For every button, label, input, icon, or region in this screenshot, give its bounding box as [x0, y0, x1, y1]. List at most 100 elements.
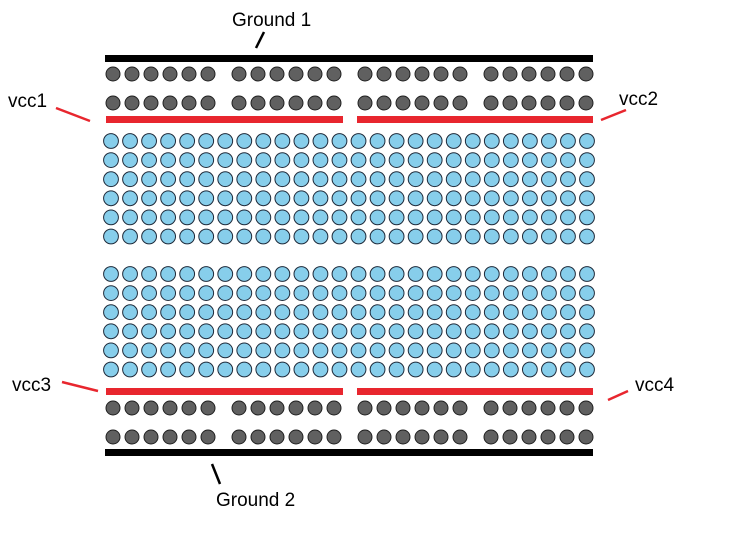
- terminal-hole-b0-r0-c21: [502, 133, 519, 149]
- terminal-hole-b1-r4-c15: [388, 342, 405, 359]
- terminal-hole-b1-r2-c2: [141, 304, 157, 321]
- terminal-hole-b1-r2-c21: [502, 304, 519, 321]
- terminal-hole-b1-r0-c2: [141, 266, 157, 282]
- terminal-hole-b1-r4-c6: [217, 342, 234, 359]
- terminal-hole-b0-r1-c17: [426, 152, 443, 169]
- terminal-hole-b1-r5-c4: [179, 361, 196, 378]
- terminal-hole-b1-r3-c14: [369, 323, 386, 340]
- terminal-hole-b0-r2-c2: [141, 171, 157, 188]
- terminal-hole-b0-r1-c6: [217, 152, 234, 169]
- terminal-hole-b0-r5-c18: [445, 228, 462, 245]
- terminal-hole-b0-r5-c1: [122, 228, 138, 245]
- leader-vcc2: [600, 108, 627, 122]
- terminal-hole-b1-r4-c1: [122, 342, 138, 359]
- terminal-hole-b0-r5-c25: [579, 228, 595, 245]
- ground-rail-top: [105, 55, 593, 62]
- terminal-hole-b1-r3-c6: [217, 323, 234, 340]
- terminal-hole-b1-r5-c25: [579, 361, 595, 378]
- terminal-hole-b1-r5-c2: [141, 361, 157, 378]
- terminal-hole-b0-r5-c17: [426, 228, 443, 245]
- power-hole-r3-g2-4: [433, 429, 449, 445]
- terminal-hole-b1-r3-c15: [388, 323, 405, 340]
- power-hole-r3-g1-0: [231, 429, 247, 445]
- vcc-rail-3: [106, 388, 343, 395]
- terminal-hole-b0-r1-c20: [483, 152, 500, 169]
- terminal-hole-b0-r5-c4: [179, 228, 196, 245]
- terminal-hole-b1-r3-c1: [122, 323, 138, 340]
- power-hole-r1-g2-4: [433, 95, 449, 111]
- terminal-hole-b0-r1-c24: [560, 152, 576, 169]
- terminal-hole-b1-r5-c17: [426, 361, 443, 378]
- terminal-hole-b0-r3-c8: [255, 190, 272, 207]
- terminal-hole-b0-r5-c19: [464, 228, 481, 245]
- power-hole-r1-g2-1: [376, 95, 392, 111]
- terminal-hole-b0-r5-c2: [141, 228, 157, 245]
- terminal-hole-b0-r4-c21: [502, 209, 519, 226]
- terminal-hole-b1-r5-c23: [541, 361, 557, 378]
- terminal-hole-b1-r3-c20: [483, 323, 500, 340]
- terminal-hole-b0-r1-c9: [274, 152, 291, 169]
- terminal-hole-b1-r0-c3: [160, 266, 177, 282]
- terminal-hole-b1-r3-c13: [350, 323, 367, 340]
- terminal-hole-b1-r0-c7: [236, 266, 253, 282]
- terminal-hole-b0-r0-c3: [160, 133, 177, 149]
- terminal-hole-b0-r2-c7: [236, 171, 253, 188]
- terminal-hole-b1-r1-c16: [407, 285, 424, 302]
- terminal-hole-b1-r5-c10: [293, 361, 310, 378]
- terminal-hole-b0-r3-c24: [560, 190, 576, 207]
- terminal-hole-b0-r0-c25: [579, 133, 595, 149]
- terminal-hole-b0-r0-c2: [141, 133, 157, 149]
- terminal-hole-b1-r4-c10: [293, 342, 310, 359]
- terminal-hole-b0-r0-c6: [217, 133, 234, 149]
- terminal-hole-b1-r1-c2: [141, 285, 157, 302]
- terminal-hole-b0-r3-c1: [122, 190, 138, 207]
- terminal-hole-b0-r2-c23: [541, 171, 557, 188]
- terminal-hole-b0-r2-c22: [521, 171, 538, 188]
- terminal-hole-b0-r4-c4: [179, 209, 196, 226]
- label-ground-1: Ground 1: [232, 10, 311, 31]
- terminal-hole-b1-r1-c15: [388, 285, 405, 302]
- leader-vcc3: [61, 380, 99, 393]
- terminal-hole-b0-r3-c21: [502, 190, 519, 207]
- terminal-hole-b1-r4-c8: [255, 342, 272, 359]
- terminal-hole-b0-r1-c25: [579, 152, 595, 169]
- terminal-hole-b0-r3-c22: [521, 190, 538, 207]
- terminal-hole-b1-r4-c11: [312, 342, 329, 359]
- power-hole-r2-g3-0: [483, 400, 499, 416]
- terminal-hole-b1-r3-c12: [331, 323, 348, 340]
- terminal-hole-b0-r3-c15: [388, 190, 405, 207]
- terminal-hole-b0-r3-c6: [217, 190, 234, 207]
- terminal-hole-b0-r3-c11: [312, 190, 329, 207]
- power-hole-r1-g0-0: [105, 95, 121, 111]
- terminal-hole-b0-r3-c18: [445, 190, 462, 207]
- terminal-hole-b1-r1-c4: [179, 285, 196, 302]
- terminal-hole-b0-r1-c23: [541, 152, 557, 169]
- terminal-hole-b1-r2-c19: [464, 304, 481, 321]
- terminal-hole-b1-r0-c12: [331, 266, 348, 282]
- label-vcc3: vcc3: [12, 375, 51, 396]
- terminal-hole-b0-r0-c13: [350, 133, 367, 149]
- terminal-hole-b0-r0-c22: [521, 133, 538, 149]
- label-vcc1: vcc1: [8, 91, 47, 112]
- terminal-hole-b1-r4-c21: [502, 342, 519, 359]
- terminal-hole-b0-r4-c9: [274, 209, 291, 226]
- power-hole-r1-g3-2: [521, 95, 537, 111]
- power-hole-r2-g2-3: [414, 400, 430, 416]
- power-hole-r0-g1-3: [288, 66, 304, 82]
- terminal-hole-b0-r4-c1: [122, 209, 138, 226]
- terminal-hole-b0-r2-c16: [407, 171, 424, 188]
- power-hole-r2-g3-1: [502, 400, 518, 416]
- terminal-hole-b0-r4-c11: [312, 209, 329, 226]
- terminal-hole-b0-r4-c17: [426, 209, 443, 226]
- label-vcc4: vcc4: [635, 375, 675, 396]
- terminal-hole-b1-r5-c13: [350, 361, 367, 378]
- terminal-hole-b0-r5-c14: [369, 228, 386, 245]
- power-hole-r1-g3-0: [483, 95, 499, 111]
- terminal-hole-b0-r2-c14: [369, 171, 386, 188]
- terminal-hole-b1-r2-c16: [407, 304, 424, 321]
- power-hole-r0-g0-5: [200, 66, 216, 82]
- terminal-hole-b1-r3-c2: [141, 323, 157, 340]
- terminal-hole-b1-r2-c3: [160, 304, 177, 321]
- power-hole-r1-g3-1: [502, 95, 518, 111]
